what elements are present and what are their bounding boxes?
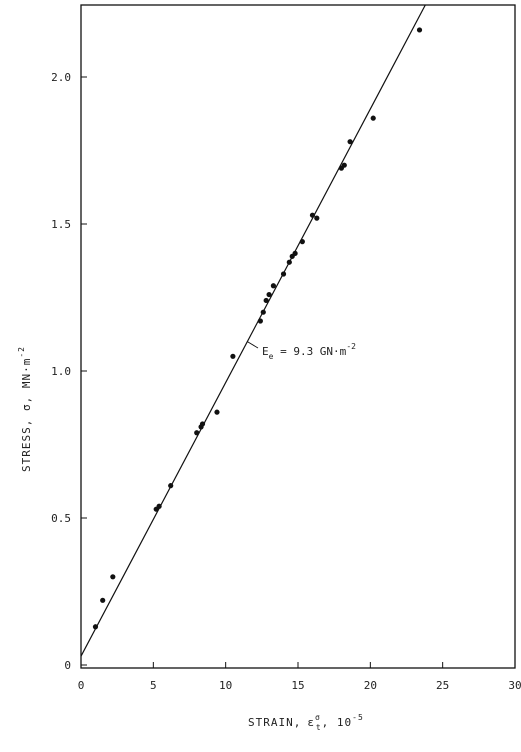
- x-axis-ticks: 0 5 10 15 20 25 30: [78, 662, 521, 692]
- y-axis-ticks: 0 0.5 1.0 1.5 2.0: [51, 71, 87, 672]
- data-point: [100, 597, 106, 603]
- x-tick-label: 30: [508, 679, 521, 692]
- x-tick-label: 10: [219, 679, 232, 692]
- data-point: [257, 318, 263, 324]
- data-point: [292, 250, 298, 256]
- y-tick-label: 0.5: [51, 512, 71, 525]
- x-tick-label: 20: [364, 679, 377, 692]
- data-point: [263, 297, 269, 304]
- y-axis-label: STRESS, σ, MN·m-2: [17, 346, 33, 472]
- data-point: [194, 430, 200, 436]
- y-tick-label: 1.0: [51, 365, 71, 378]
- data-point: [270, 283, 277, 289]
- annotation-leader: [247, 341, 259, 349]
- data-point: [214, 409, 220, 415]
- data-point: [156, 503, 162, 509]
- data-point: [260, 309, 266, 315]
- data-point: [416, 27, 423, 33]
- data-point: [347, 139, 353, 145]
- data-point: [230, 353, 236, 359]
- x-tick-label: 15: [291, 679, 304, 692]
- data-points: [92, 27, 423, 630]
- y-tick-label: 0: [64, 659, 71, 672]
- data-point: [286, 259, 292, 265]
- x-tick-label: 0: [78, 679, 85, 692]
- data-point: [309, 212, 316, 218]
- x-tick-label: 25: [436, 679, 449, 692]
- modulus-annotation: Ee = 9.3 GN·m-2: [262, 342, 356, 361]
- x-tick-label: 5: [150, 679, 157, 692]
- y-tick-label: 1.5: [51, 218, 71, 231]
- data-point: [299, 239, 305, 245]
- data-point: [199, 421, 206, 427]
- data-point: [168, 483, 174, 489]
- data-point: [280, 271, 287, 277]
- data-point: [110, 574, 116, 580]
- data-point: [92, 624, 99, 630]
- fit-line: [80, 4, 426, 657]
- data-point: [370, 115, 376, 121]
- data-point: [266, 291, 272, 298]
- data-point: [314, 215, 320, 221]
- plot-frame: [80, 4, 516, 669]
- y-tick-label: 2.0: [51, 71, 71, 84]
- data-point: [341, 162, 347, 168]
